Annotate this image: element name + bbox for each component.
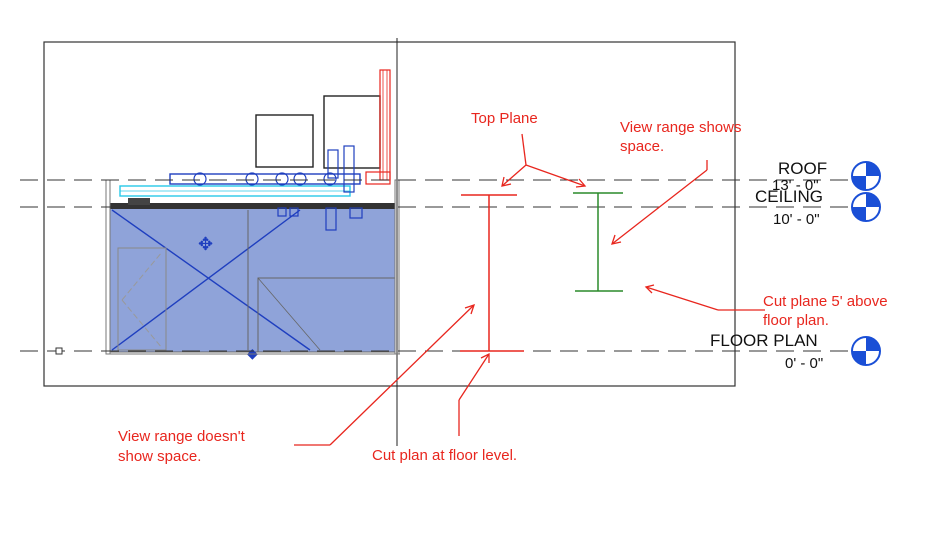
wall-left [105,179,111,355]
space-move-handle-icon[interactable]: ✥ [198,234,213,254]
annotation-cut-plan-floor: Cut plan at floor level. [372,447,517,464]
rooftop-unit-1[interactable] [255,114,314,168]
level-floor-plan-name: FLOOR PLAN [710,331,818,350]
annotation-cut-plane-line2: floor plan. [763,312,829,329]
annotation-cut-plane-line1: Cut plane 5' above [763,293,888,310]
annotation-top-plane: Top Plane [471,110,538,127]
level-ceiling-elevation: 10' - 0" [773,211,820,228]
rooftop-unit-2[interactable] [323,95,381,169]
space-region[interactable] [109,207,396,353]
level-roof-elevation: 13' - 0" [772,177,819,194]
view-range-bracket-green [573,192,623,292]
level-roof-name: ROOF [778,159,827,178]
annotation-view-range-doesnt-line1: View range doesn't [118,428,246,445]
space-height-handle-icon[interactable]: ◆ [247,345,258,361]
roof-slab [110,203,395,209]
view-crop-region[interactable] [43,41,736,387]
annotation-view-range-shows-line2: space. [620,138,664,155]
exhaust-stack[interactable] [365,69,391,185]
annotation-view-range-doesnt-line2: show space. [118,448,201,465]
annotation-view-range-shows-line1: View range shows [620,119,741,136]
level-head-floor-plan-icon[interactable] [851,336,881,366]
ductwork[interactable] [119,145,363,231]
annotation-leaders [294,133,765,446]
level-floor-plan-elevation: 0' - 0" [785,355,823,372]
level-head-ceiling-icon[interactable] [851,192,881,222]
level-end-handle[interactable] [55,347,63,355]
level-ceiling-name: CEILING [755,187,823,206]
level-head-roof-icon[interactable] [851,161,881,191]
view-range-bracket-red [460,194,524,352]
